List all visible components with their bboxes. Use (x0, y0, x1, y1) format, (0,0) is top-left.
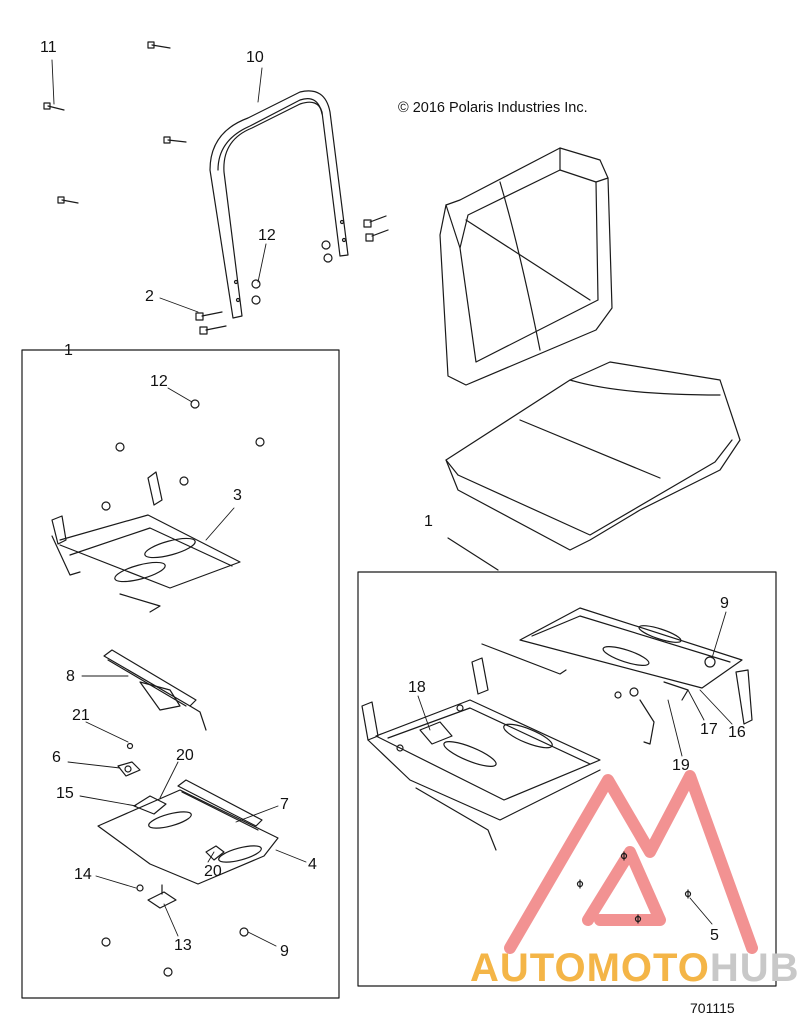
callout-11: 11 (40, 39, 57, 56)
grab-bar (209, 90, 349, 319)
callout-19: 19 (672, 757, 690, 774)
bolt-2 (195, 215, 389, 335)
callout-4: 4 (308, 856, 317, 873)
callout-12-left: 12 (150, 373, 168, 390)
callout-3: 3 (233, 487, 242, 504)
kit-box-left (21, 349, 340, 999)
callout-12: 12 (258, 227, 276, 244)
callout-1-left: 1 (64, 342, 73, 359)
callout-2: 2 (145, 288, 154, 305)
copyright-text: © 2016 Polaris Industries Inc. (398, 100, 588, 116)
screws-5 (576, 851, 692, 924)
seat-cushion (445, 361, 741, 551)
nut-12 (251, 240, 333, 305)
callout-5: 5 (710, 927, 719, 944)
watermark-triangle-icon (504, 770, 758, 954)
seat-back (439, 147, 613, 386)
watermark-text: AUTOMOTOHUB (470, 946, 800, 991)
nut-21 (126, 742, 134, 750)
stud-13 (147, 884, 177, 909)
callout-16: 16 (728, 724, 746, 741)
callout-18: 18 (408, 679, 426, 696)
bracket-3 (51, 471, 241, 613)
drawing-number: 701115 (690, 1000, 735, 1016)
nut-14 (136, 884, 144, 892)
callout-7: 7 (280, 796, 289, 813)
nut-6 (117, 761, 141, 777)
callout-14: 14 (74, 866, 92, 883)
callout-6: 6 (52, 749, 61, 766)
callout-20-top: 20 (176, 747, 194, 764)
watermark-part1: AUTOMOTO (470, 946, 710, 990)
callout-9-right: 9 (720, 595, 729, 612)
callout-13: 13 (174, 937, 192, 954)
callout-21: 21 (72, 707, 90, 724)
watermark-part2: HUB (709, 946, 800, 990)
callout-8: 8 (66, 668, 75, 685)
plate-4 (97, 779, 279, 885)
callout-1-right: 1 (424, 513, 433, 530)
callout-9-left: 9 (280, 943, 289, 960)
slide-rail-8 (103, 649, 207, 731)
callout-17: 17 (700, 721, 718, 738)
nuts-left-top (101, 399, 265, 511)
callout-20-bottom: 20 (204, 863, 222, 880)
seat-frame-lower (361, 657, 601, 851)
seat-frame-upper (481, 607, 753, 745)
kit-box-right (357, 571, 777, 987)
bolt-11 (43, 41, 187, 204)
leader-lines (51, 59, 733, 947)
callout-10: 10 (246, 49, 264, 66)
callout-15: 15 (56, 785, 74, 802)
